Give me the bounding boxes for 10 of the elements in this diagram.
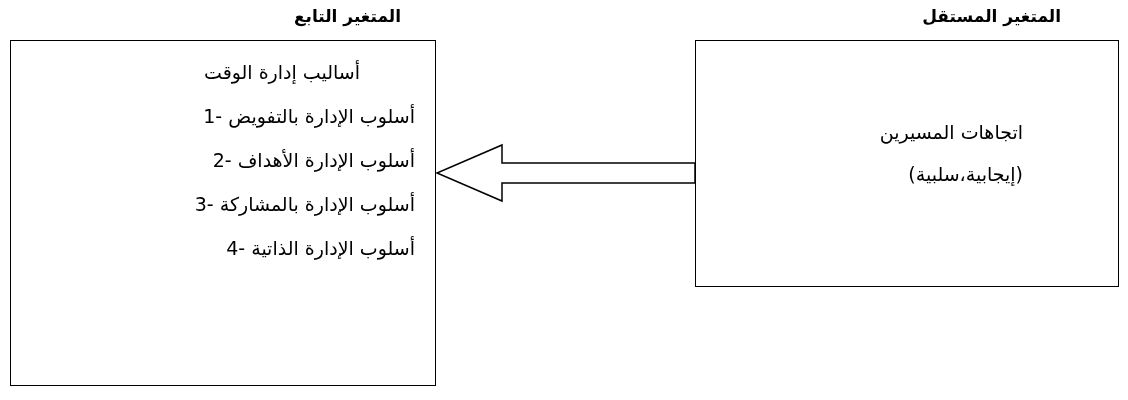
list-item: 1- أسلوب الإدارة بالتفويض [203,105,415,127]
list-item: 4- أسلوب الإدارة الذاتية [226,237,415,259]
box-title: أساليب إدارة الوقت [203,61,360,83]
variable-heading: المتغير التابع [293,6,401,26]
box-text: اتجاهات المسيرين [879,121,1023,143]
block-arrow [435,143,696,203]
variable-heading: المتغير المستقل [922,6,1061,26]
box-text: (إيجابية،سلبية) [908,163,1023,185]
list-item: 2- أسلوب الإدارة الأهداف [212,149,415,171]
list-item: 3- أسلوب الإدارة بالمشاركة [194,193,415,215]
